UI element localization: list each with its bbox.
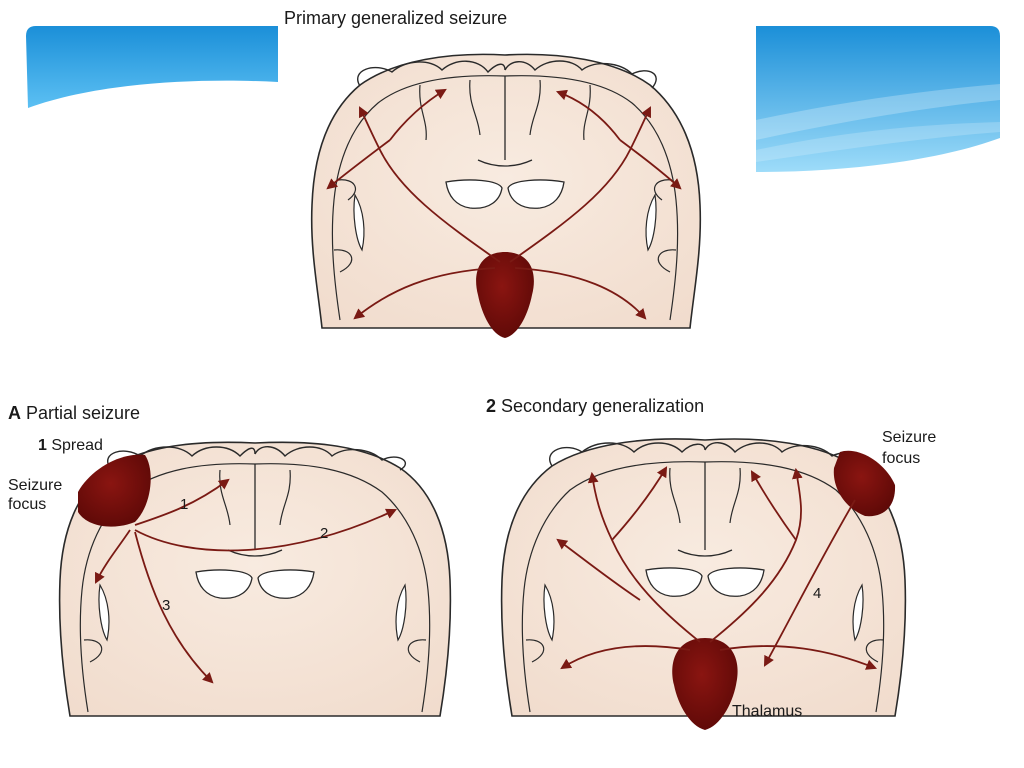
spread-number: 1 (38, 437, 47, 454)
secondary-arrows (556, 466, 878, 670)
lateral-ventricle-left (445, 179, 503, 209)
seizure-focus-label-right-1: Seizure (882, 429, 937, 446)
brain-outline (310, 53, 702, 329)
path-label-1: 1 (180, 496, 189, 513)
seizure-focus-left (78, 454, 151, 527)
thalamus-bottom (672, 638, 738, 730)
partial-letter: A (8, 403, 21, 423)
banner-right-sheen (756, 84, 1000, 140)
path-label-4: 4 (813, 585, 822, 602)
banner-right-sheen-2 (756, 122, 1000, 162)
partial-heading: A Partial seizure (8, 403, 141, 424)
banner-right (756, 26, 1000, 172)
partial-arrows (95, 478, 397, 684)
path-label-2: 2 (320, 525, 329, 542)
brain-section-right (500, 438, 907, 717)
secondary-title: Secondary generalization (501, 396, 705, 416)
secondary-heading: 2 Secondary generalization (486, 396, 705, 417)
primary-arrows (326, 88, 682, 320)
thalamus-top (476, 252, 534, 338)
partial-title: Partial seizure (26, 403, 141, 423)
secondary-number: 2 (486, 396, 497, 416)
brain-section-top (310, 53, 702, 329)
seizure-focus-label-left-2: focus (8, 496, 47, 513)
path-label-3: 3 (162, 597, 171, 614)
seizure-focus-label-left-1: Seizure (8, 477, 63, 494)
seizure-focus-right (833, 450, 896, 517)
primary-title: Primary generalized seizure (284, 8, 508, 28)
banner-left (26, 26, 278, 108)
spread-heading: 1 Spread (38, 437, 103, 455)
spread-label: Spread (51, 437, 103, 454)
brain-section-left (58, 441, 452, 717)
lateral-ventricle-right (507, 179, 565, 209)
seizure-focus-label-right-2: focus (882, 450, 921, 467)
thalamus-label: Thalamus (732, 703, 803, 720)
